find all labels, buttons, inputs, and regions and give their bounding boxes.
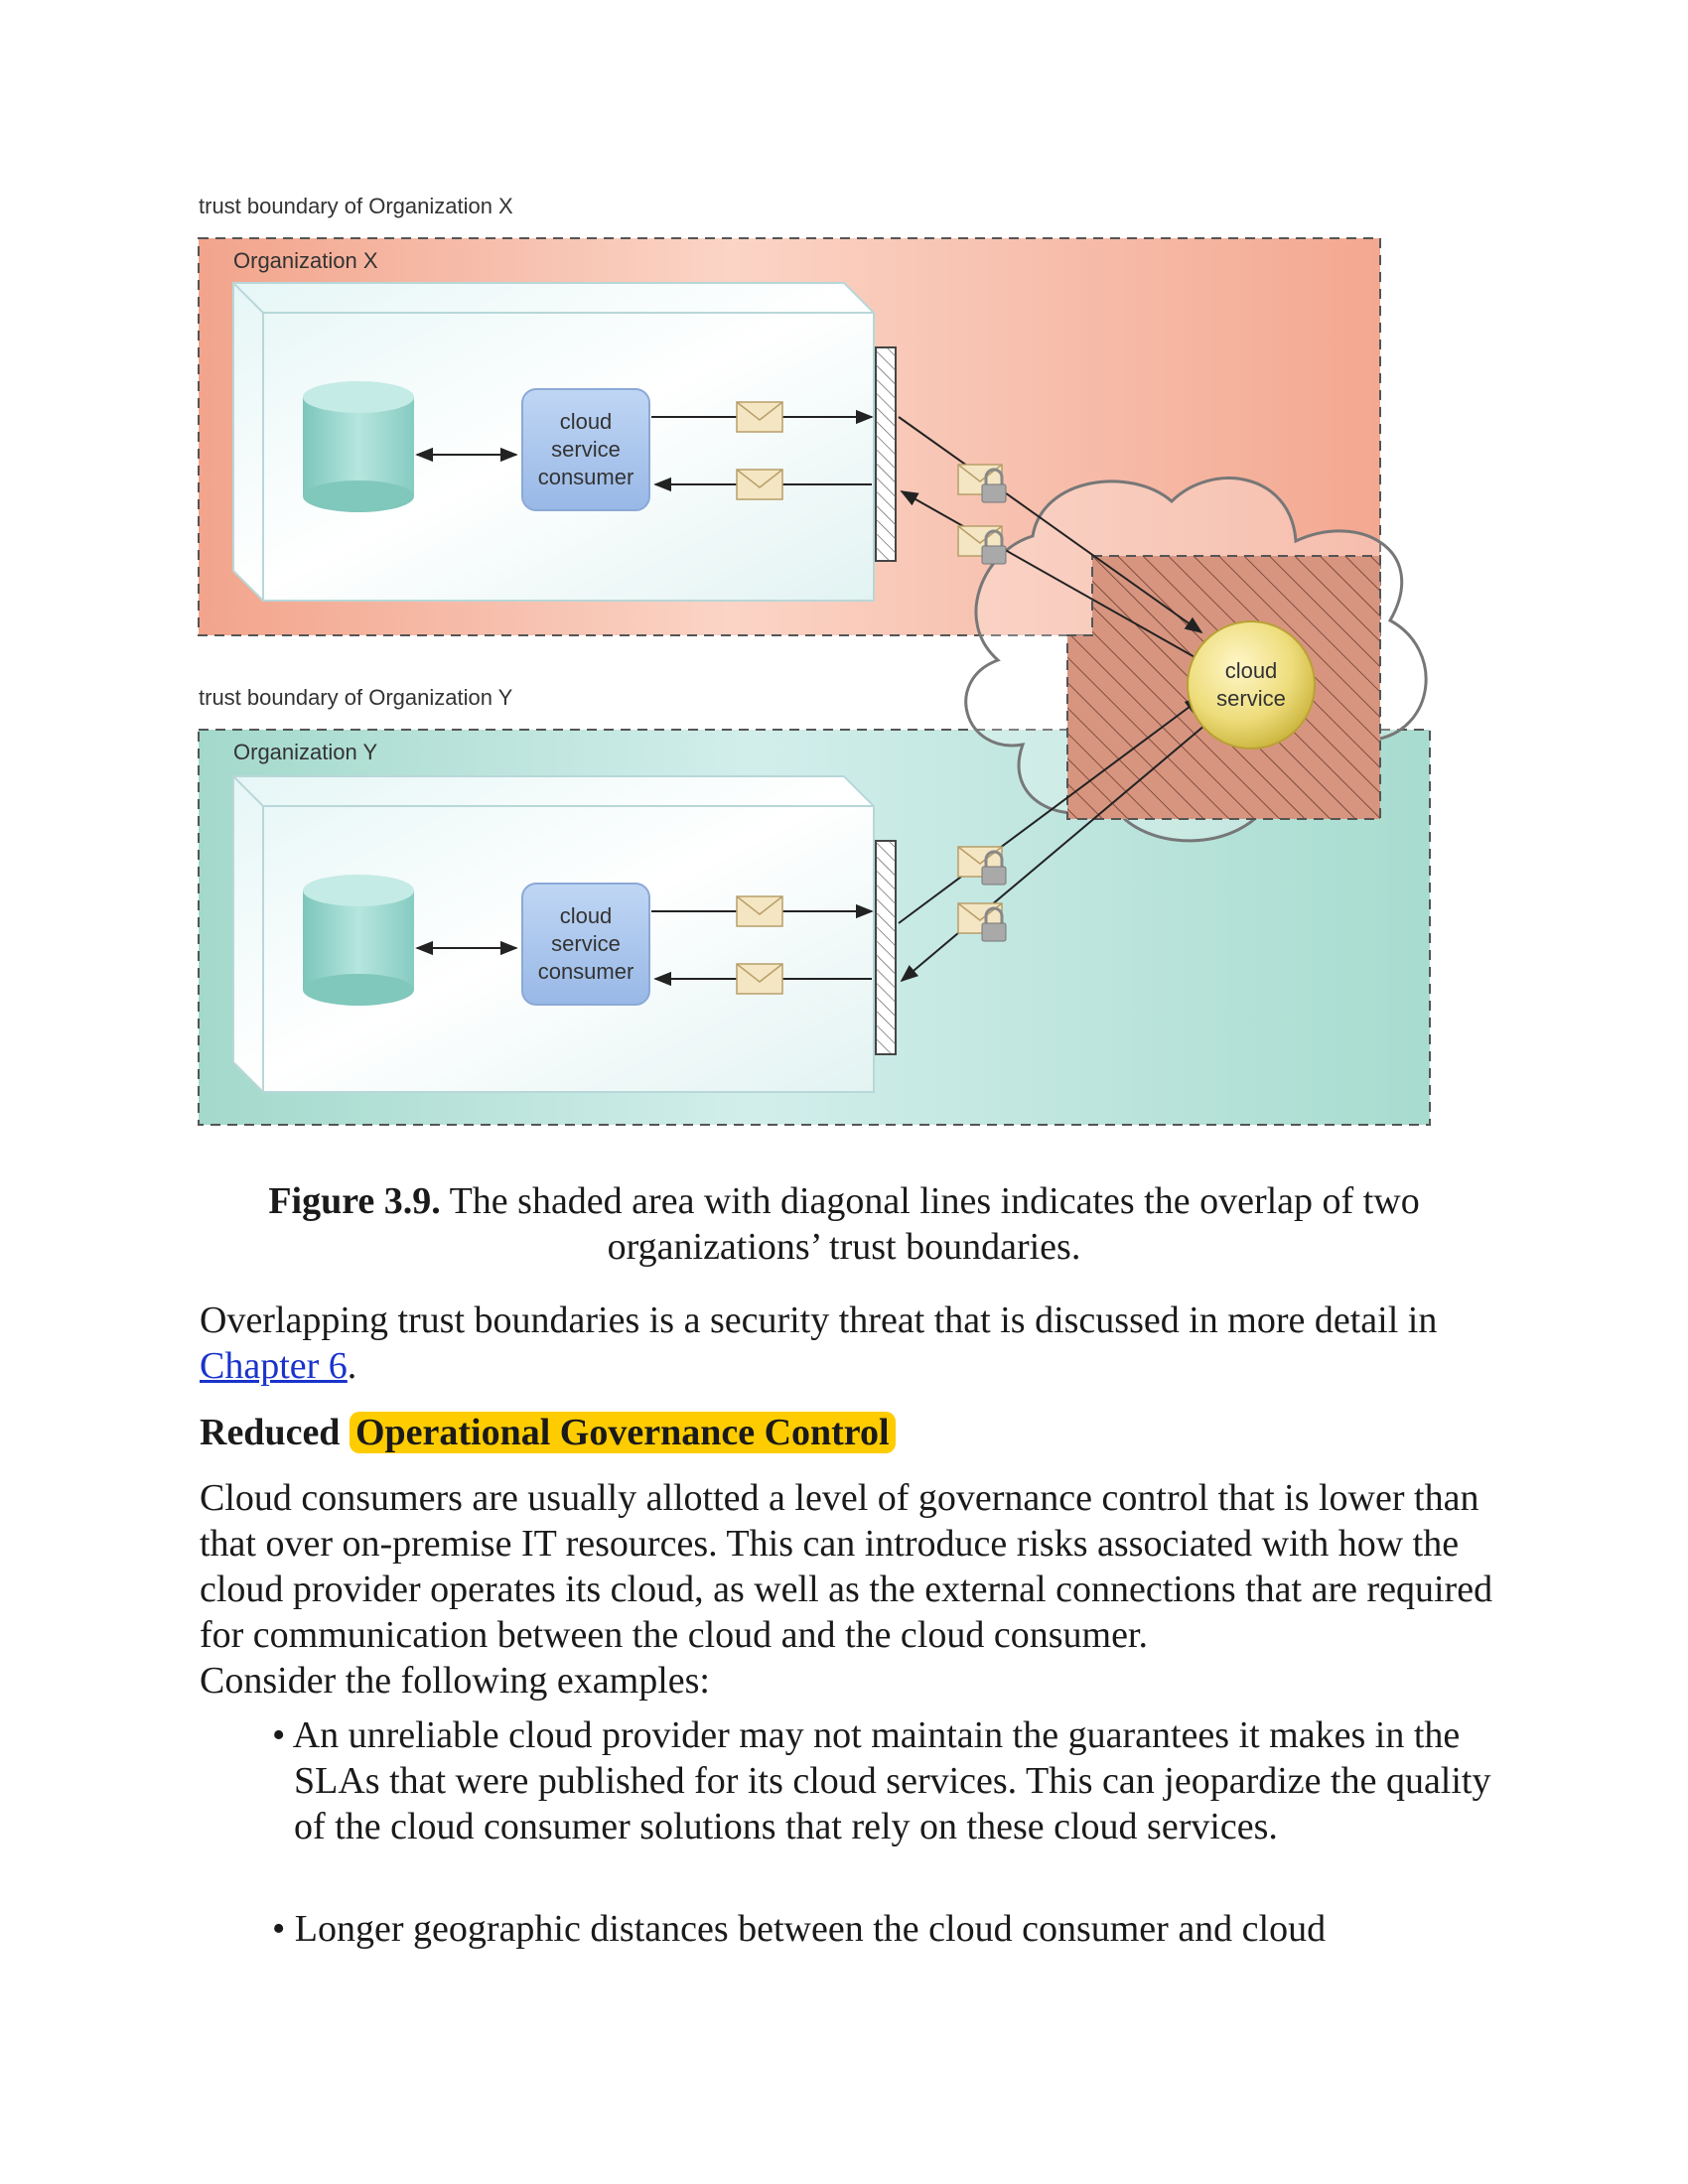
chapter-6-link[interactable]: Chapter 6 (200, 1345, 348, 1387)
caption-text: The shaded area with diagonal lines indi… (440, 1180, 1420, 1268)
locked-envelope-icon (957, 525, 1007, 565)
envelope-icon (736, 469, 783, 500)
locked-envelope-icon (957, 464, 1007, 503)
org-x-label: Organization X (233, 248, 378, 273)
consumer-y-line3: consumer (538, 959, 634, 984)
section-heading: Reduced Operational Governance Control (200, 1410, 896, 1455)
org-y-label: Organization Y (233, 740, 377, 764)
consumer-x-line3: consumer (538, 465, 634, 489)
trust-boundary-x-label: trust boundary of Organization X (199, 194, 513, 218)
consumer-y-line2: service (551, 931, 621, 956)
figure-caption: Figure 3.9. The shaded area with diagona… (199, 1178, 1489, 1270)
secure-arrow-x-in (900, 490, 1197, 659)
locked-envelope-icon (957, 902, 1007, 942)
consumer-x-line2: service (551, 437, 621, 462)
envelope-icon (736, 401, 783, 433)
consumer-x-line1: cloud (560, 409, 613, 434)
bullet-item: • An unreliable cloud provider may not m… (272, 1712, 1493, 1849)
paragraph-text: Overlapping trust boundaries is a securi… (200, 1299, 1438, 1341)
firewall-x-icon (875, 346, 897, 562)
paragraph-examples-intro: Consider the following examples: (200, 1660, 710, 1702)
database-y-icon (303, 875, 414, 1006)
paragraph-overlapping: Overlapping trust boundaries is a securi… (200, 1297, 1520, 1389)
trust-boundary-figure: trust boundary of Organization X Organiz… (198, 194, 1431, 1126)
bullet-text: • Longer geographic distances between th… (272, 1908, 1327, 1950)
secure-arrow-x-out (898, 416, 1203, 634)
firewall-y-icon (875, 840, 897, 1055)
secure-arrow-y-out (898, 696, 1203, 924)
paragraph-end: . (347, 1345, 357, 1387)
trust-boundary-y-label: trust boundary of Organization Y (199, 685, 513, 710)
figure-number: Figure 3.9. (268, 1180, 441, 1222)
bullet-item: • Longer geographic distances between th… (272, 1906, 1493, 1952)
locked-envelope-icon (957, 846, 1007, 886)
service-line2: service (1216, 686, 1286, 711)
cloud-service-sphere: cloud service (1187, 620, 1316, 750)
paragraph-governance: Cloud consumers are usually allotted a l… (200, 1477, 1493, 1656)
heading-highlight: Operational Governance Control (349, 1412, 896, 1453)
heading-prefix: Reduced (200, 1412, 341, 1453)
envelope-icon (736, 895, 783, 927)
secure-arrow-y-in (900, 719, 1212, 983)
envelope-icon (736, 963, 783, 995)
bullet-text: • An unreliable cloud provider may not m… (272, 1714, 1491, 1847)
service-line1: cloud (1225, 658, 1278, 683)
cloud-service-consumer-x: cloud service consumer (521, 388, 650, 511)
cloud-service-consumer-y: cloud service consumer (521, 883, 650, 1006)
consumer-y-line1: cloud (560, 903, 613, 928)
database-x-icon (303, 381, 414, 512)
